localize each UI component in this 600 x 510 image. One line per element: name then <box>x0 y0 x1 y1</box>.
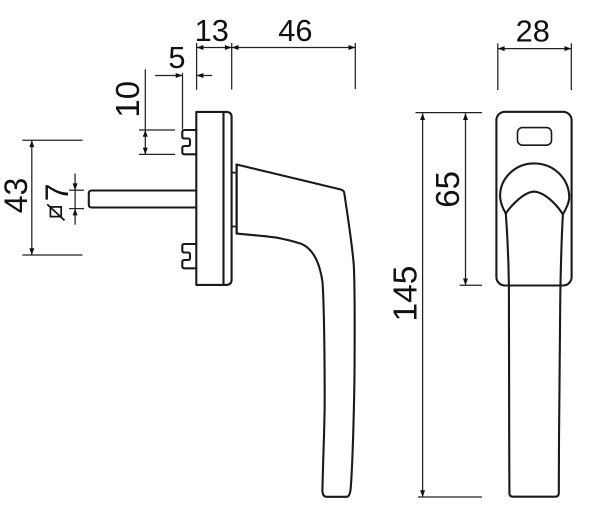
svg-text:13: 13 <box>195 13 229 48</box>
svg-text:65: 65 <box>429 171 466 208</box>
svg-text:43: 43 <box>0 178 34 214</box>
svg-text:7: 7 <box>39 183 75 201</box>
svg-text:46: 46 <box>278 13 312 48</box>
svg-text:10: 10 <box>109 81 146 118</box>
svg-text:28: 28 <box>516 14 550 49</box>
svg-text:145: 145 <box>387 266 424 322</box>
svg-text:5: 5 <box>168 40 185 75</box>
